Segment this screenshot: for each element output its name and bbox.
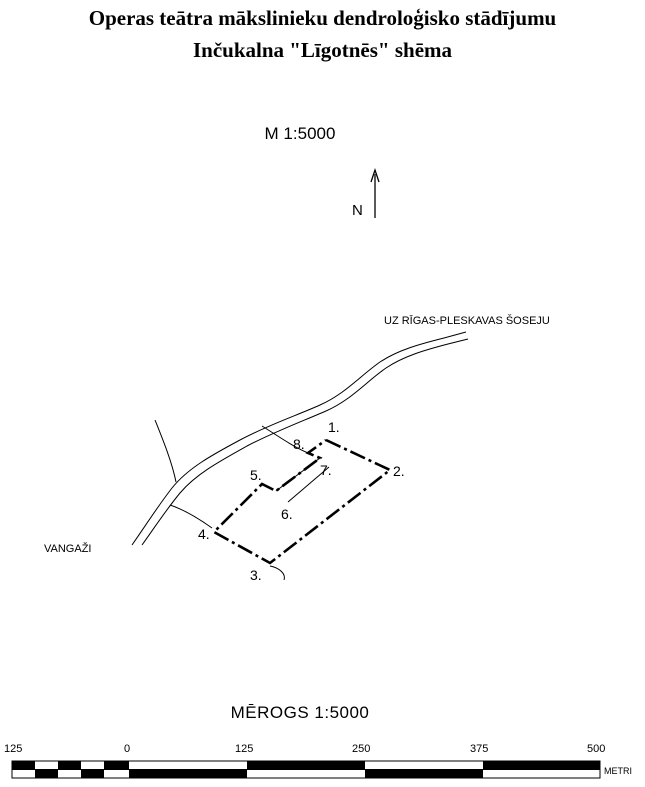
town-label: VANGAŽI (44, 542, 91, 555)
plot-boundary (211, 438, 393, 565)
map-scale-label: M 1:5000 (264, 124, 336, 143)
map-title-line-1: Operas teātra mākslinieku dendroloģisko … (88, 6, 557, 30)
scale-tick-label: 125 (4, 743, 22, 755)
north-label: N (352, 202, 363, 219)
scale-bar-title: MĒROGS 1:5000 (230, 703, 370, 722)
scale-tick-label: 0 (124, 743, 130, 755)
scale-unit-label: METRI (604, 766, 632, 776)
scale-tick-label: 375 (470, 743, 488, 755)
point-label-1: 1. (328, 419, 340, 435)
main-road (131, 331, 469, 546)
north-arrow-icon (370, 167, 380, 218)
scale-tick-label: 500 (587, 743, 605, 755)
point-label-5: 5. (250, 467, 262, 483)
point-label-4: 4. (198, 526, 210, 542)
point-label-7: 7. (320, 462, 332, 478)
point-label-3: 3. (250, 567, 262, 583)
point-label-6: 6. (281, 506, 293, 522)
map-title-line-2: Inčukalna "Līgotnēs" shēma (192, 38, 453, 62)
side-paths (154, 419, 309, 581)
point-label-8: 8. (293, 436, 305, 452)
scale-bar: 125 0 125 250 375 500 METRI (4, 743, 632, 779)
point-label-2: 2. (393, 463, 405, 479)
scale-tick-label: 125 (235, 743, 253, 755)
scale-tick-label: 250 (352, 743, 370, 755)
road-label: UZ RĪGAS-PLESKAVAS ŠOSEJU (384, 314, 550, 327)
